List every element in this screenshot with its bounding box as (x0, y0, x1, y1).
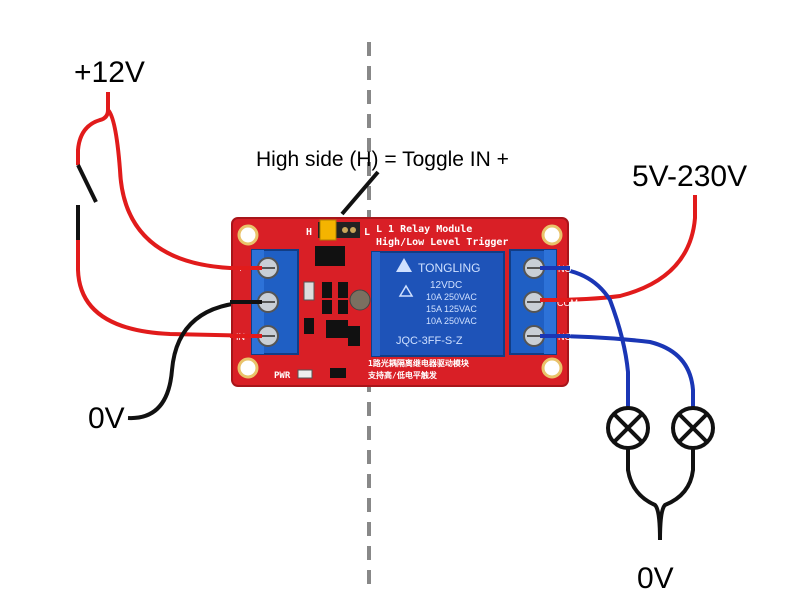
diode-component (348, 326, 360, 346)
label-0v-left: 0V (88, 402, 125, 435)
relay-coil-voltage: 12VDC (430, 280, 462, 291)
mount-hole (237, 224, 259, 246)
wire-no-to-lamp-left (544, 266, 630, 408)
relay-rating-3: 10A 250VAC (426, 316, 477, 326)
wire-lamp-right-to-0v (658, 448, 695, 541)
jumper-pointer-line (340, 170, 380, 216)
switch-lever[interactable] (76, 164, 98, 203)
jumper-label-l: L (364, 227, 370, 238)
board-title-line1: L 1 Relay Module (376, 224, 472, 235)
label-load-voltage: 5V-230V (632, 160, 747, 193)
board-chinese-line2: 支持高/低电平触发 (367, 370, 438, 380)
trigger-jumper[interactable] (318, 219, 360, 241)
mount-hole (541, 357, 563, 379)
lamp-left-icon (606, 406, 650, 450)
board-chinese-line1: 1路光耦隔离继电器驱动模块 (368, 358, 470, 368)
lamp-right-icon (671, 406, 715, 450)
smd-component (303, 281, 315, 301)
wire-switch-to-in (76, 240, 263, 338)
optocoupler-chip (315, 246, 345, 266)
mount-hole (541, 224, 563, 246)
relay-model: JQC-3FF-S-Z (396, 335, 463, 347)
relay-brand-logo-icon (396, 258, 412, 272)
transistor-chip (326, 320, 348, 338)
smd-component (322, 300, 332, 314)
pwr-label: PWR (274, 371, 291, 381)
warning-triangle-icon (398, 284, 414, 297)
status-led (330, 368, 346, 378)
board-title-line2: High/Low Level Trigger (376, 236, 508, 248)
capacitor-component (349, 289, 371, 311)
wire-lamp-left-to-0v (626, 448, 662, 541)
label-0v-bottom: 0V (637, 562, 674, 595)
smd-component (322, 282, 332, 298)
pwr-led (297, 369, 313, 379)
relay-rating-2: 15A 125VAC (426, 304, 477, 314)
label-high-side: High side (H) = Toggle IN + (256, 148, 509, 171)
relay-module-board: + - IN H L L 1 Relay Module High/Low Lev… (231, 217, 578, 387)
smd-component (338, 282, 348, 298)
mount-hole (237, 357, 259, 379)
wire-load-voltage-to-com (544, 195, 697, 302)
relay-component: TONGLING 12VDC 10A 250VAC 15A 125VAC 10A… (371, 251, 505, 357)
wire-12v-to-plus (106, 108, 262, 270)
relay-brand: TONGLING (418, 261, 480, 275)
relay-rating-1: 10A 250VAC (426, 292, 477, 302)
smd-component (304, 318, 314, 334)
pin-label-com: COM (557, 298, 578, 308)
wire-nc-to-lamp-right (544, 334, 695, 408)
wire-12v-to-switch (76, 92, 110, 165)
label-plus-12v: +12V (74, 56, 145, 89)
jumper-label-h: H (306, 227, 312, 238)
smd-component (338, 300, 348, 314)
wire-0v-to-minus (127, 299, 263, 421)
